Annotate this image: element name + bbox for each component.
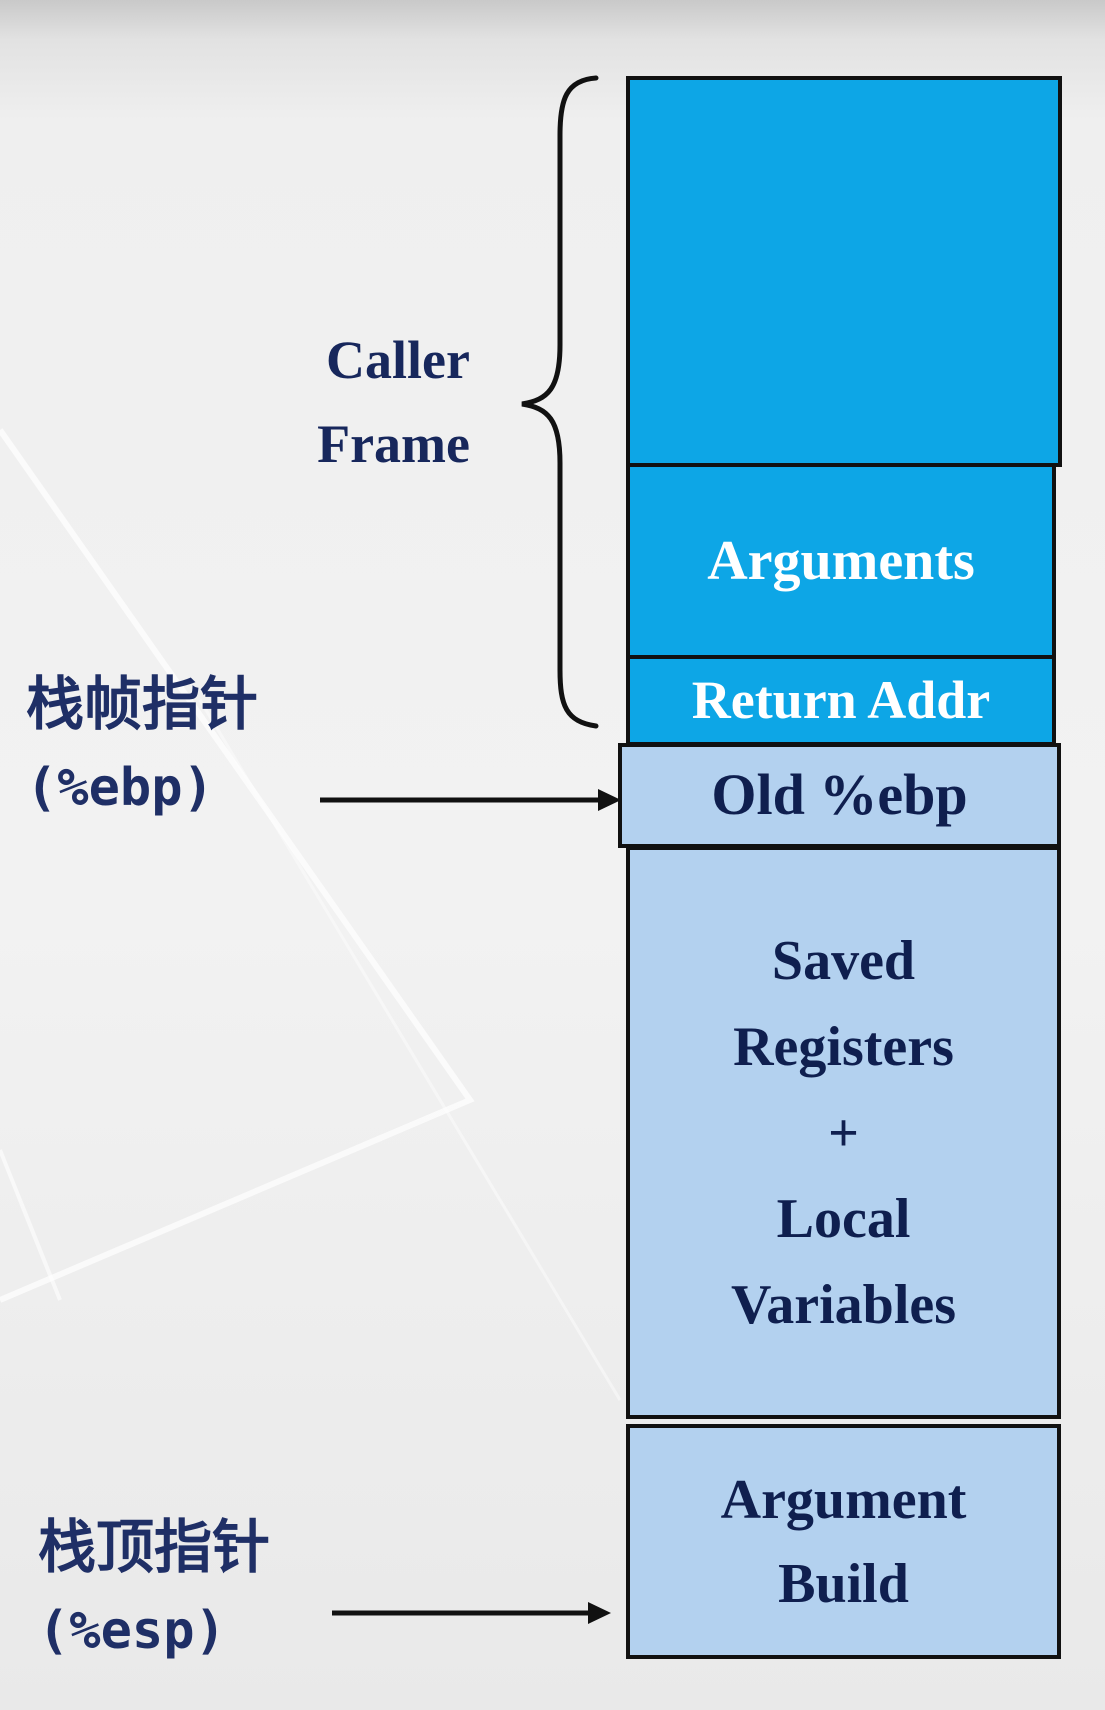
old-ebp-label: Old %ebp <box>711 762 968 828</box>
ebp-arrow <box>320 789 621 811</box>
stack-block-caller-top <box>626 76 1062 467</box>
stack-block-arguments: Arguments <box>626 463 1056 659</box>
stack-block-return-addr: Return Addr <box>626 655 1056 746</box>
esp-arrow <box>332 1602 611 1624</box>
frame-pointer-text: 栈帧指针 <box>26 670 259 738</box>
stack-block-argument-build: Argument Build <box>626 1424 1061 1659</box>
argument-build-line-1: Argument <box>720 1468 967 1531</box>
saved-label: Saved <box>771 929 916 992</box>
caller-frame-line-1: Caller <box>326 330 470 390</box>
stack-pointer-text: 栈顶指针 <box>38 1513 271 1581</box>
plus-label: + <box>828 1102 859 1163</box>
stack-block-old-ebp: Old %ebp <box>618 743 1061 848</box>
registers-label: Registers <box>733 1015 954 1078</box>
variables-label: Variables <box>730 1273 957 1336</box>
caller-frame-label: Caller Frame <box>240 318 470 486</box>
local-label: Local <box>776 1187 911 1250</box>
return-addr-label: Return Addr <box>691 669 991 730</box>
caller-frame-line-2: Frame <box>317 414 470 474</box>
frame-pointer-label: 栈帧指针 (%ebp) <box>26 662 258 830</box>
stack-block-saved-registers-locals: Saved Registers + Local Variables <box>626 846 1061 1419</box>
argument-build-line-2: Build <box>778 1552 909 1615</box>
stack-pointer-register: (%esp) <box>38 1601 226 1661</box>
arguments-label: Arguments <box>707 529 975 592</box>
frame-pointer-register: (%ebp) <box>26 758 214 818</box>
stack-pointer-label: 栈顶指针 (%esp) <box>38 1505 270 1673</box>
